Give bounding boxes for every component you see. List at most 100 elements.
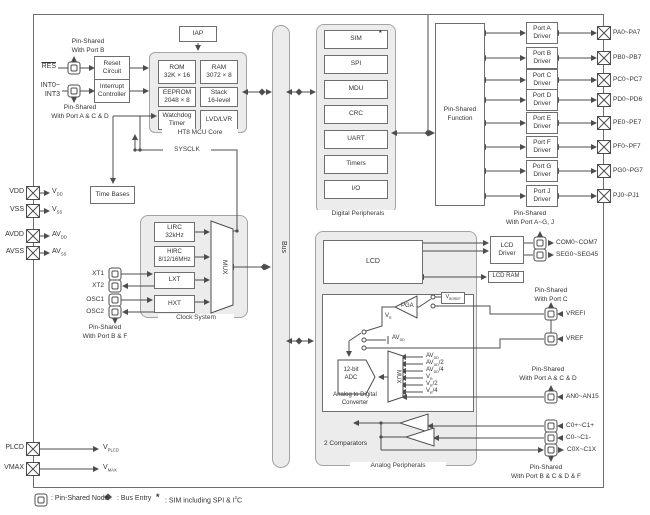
pga-label: PGA (401, 303, 414, 309)
legend-star-glyph: * (156, 492, 160, 502)
legend-pin-shared-node-label: : Pin-Shared Node (51, 495, 109, 502)
analog-peripherals-caption: Analog Peripherals (350, 461, 446, 470)
package-pin-x (597, 189, 611, 203)
legend-bus-entry-label: : Bus Entry (117, 495, 152, 502)
vdd-pin-label: VDD (9, 188, 24, 195)
bus-entry-diamonds (104, 88, 432, 501)
vrefi-pin-label: VREFI (566, 310, 586, 317)
sysclk-label: SYSCLK (163, 145, 211, 154)
pin-shared-node-inner (547, 393, 555, 401)
vbgref-box: VBGREF (441, 291, 465, 304)
sim-box: SIM (324, 30, 388, 49)
mcu-core-caption: HT8 MCU Core (162, 128, 238, 137)
package-pin-x (26, 246, 40, 260)
bus-label: Bus (280, 240, 287, 254)
clock-mux-label: MUX (221, 259, 228, 275)
osc1-label: OSC1 (86, 296, 104, 303)
pga-triangle (393, 295, 418, 319)
spi-box: SPI (324, 55, 388, 74)
adc-mux-label: MUX (395, 370, 401, 384)
vplcd-net-label: VPLCD (103, 444, 119, 453)
port-g-pins-label: PG0~PG7 (613, 167, 643, 174)
lvd-lvr-box: LVD/LVR (200, 110, 238, 130)
port-f-pins-label: PF0~PF7 (613, 143, 641, 150)
junction-dots (133, 148, 383, 439)
package-pin-x (597, 164, 611, 178)
xt2-label: XT2 (92, 282, 104, 289)
com-pins-label: COM0~COM7 (556, 239, 598, 246)
comp-out-pins-label: C0X~C1X (567, 446, 597, 453)
pin-shared-node-inner (111, 296, 119, 304)
pin-shared-node-inner (536, 239, 544, 247)
int-label: INT0~INT3 (40, 82, 60, 99)
comp-plus-pins-label: C0+~C1+ (566, 422, 595, 429)
adc-mux-input-1: AVDD/2 (426, 360, 444, 368)
vdd-net-label: VDD (52, 188, 63, 197)
lcd-ram-box: LCD RAM (488, 271, 524, 283)
comparator-2-triangle (404, 427, 435, 447)
time-bases-box: Time Bases (90, 186, 135, 204)
package-pin-x (597, 73, 611, 87)
hxt-box: HXT (154, 295, 195, 313)
clock-mux-shape (210, 220, 234, 314)
pin-shared-node-inner (111, 270, 119, 278)
digital-peripherals-caption: Digital Peripherals (314, 209, 402, 218)
pin-shared-node-inner (547, 310, 555, 318)
signal-direction-arrowheads (548, 240, 564, 453)
timers-box: Timers (324, 155, 388, 174)
pin-shared-node-inner (70, 64, 78, 72)
avdd-net-label: AVDD (52, 231, 67, 240)
package-pin-x (26, 462, 40, 476)
adc-mux-input-5: VR/4 (426, 388, 438, 396)
io-box: I/O (324, 180, 388, 199)
pin-shared-node-inner (70, 87, 78, 95)
crc-box: CRC (324, 105, 388, 124)
vss-net-label: VSS (52, 206, 63, 215)
package-pin-x (26, 229, 40, 243)
port-j-pins-label: PJ0~PJ1 (613, 192, 640, 199)
an-pins-label: AN0~AN15 (566, 393, 599, 400)
pin-shared-node-inner (547, 434, 555, 442)
pin-shared-node-inner (547, 335, 555, 343)
legend-sim-note: : SIM including SPI & I2C (165, 495, 243, 505)
port-d-pins-label: PD0~PD6 (613, 96, 643, 103)
vr-net-label: VR (385, 313, 392, 321)
package-pin-x (26, 186, 40, 200)
clock-system-caption: Clock System (158, 313, 234, 322)
adc-mux-shape (387, 350, 404, 403)
port-e-pins-label: PE0~PE7 (613, 119, 642, 126)
seg-pins-label: SEG0~SEG45 (556, 251, 599, 258)
pin-shared-node-inner (547, 446, 555, 454)
port-a-pins-label: PA0~PA7 (613, 29, 641, 36)
comparators-label: 2 Comparators (324, 440, 367, 447)
vmax-net-label: VMAX (103, 464, 117, 473)
avss-pin-label: AVSS (5, 248, 24, 255)
adc-mux-input-4: VR/2 (426, 381, 438, 389)
res-label: RES (41, 63, 56, 70)
plcd-pin-label: PLCD (5, 444, 24, 451)
bus-bar (272, 25, 290, 468)
